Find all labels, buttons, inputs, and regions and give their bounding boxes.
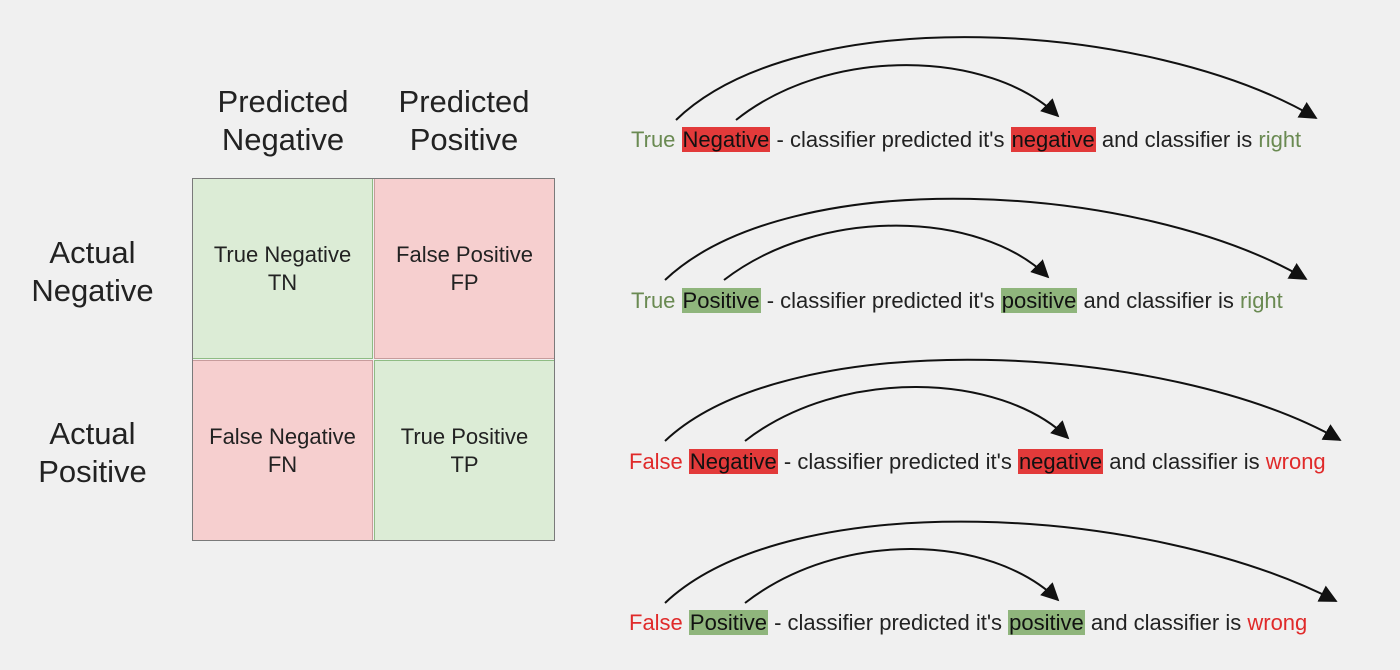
word-false: False bbox=[629, 449, 683, 474]
cell-label: True Positive bbox=[400, 423, 529, 449]
cell-false-negative: False Negative FN bbox=[192, 360, 373, 541]
word-right: right bbox=[1258, 127, 1302, 152]
highlight-positive: Positive bbox=[681, 288, 761, 313]
sentence-middle: - classifier predicted it's bbox=[777, 449, 1018, 474]
highlight-negative-prediction: negative bbox=[1017, 449, 1104, 474]
sentence-tail: and classifier is bbox=[1103, 449, 1266, 474]
cell-abbr: FP bbox=[450, 269, 479, 295]
sentence-middle: - classifier predicted it's bbox=[767, 610, 1009, 635]
sentence-true-positive: True Positive - classifier predicted it'… bbox=[631, 288, 1283, 314]
highlight-positive: Positive bbox=[688, 610, 768, 635]
word-wrong: wrong bbox=[1265, 449, 1326, 474]
row-header-actual-negative: Actual Negative bbox=[31, 235, 154, 308]
highlight-positive-prediction: positive bbox=[1000, 288, 1078, 313]
highlight-negative-prediction: negative bbox=[1010, 127, 1096, 152]
cell-true-negative: True Negative TN bbox=[192, 178, 373, 359]
highlight-negative: Negative bbox=[688, 449, 778, 474]
sentence-tail: and classifier is bbox=[1077, 288, 1240, 313]
sentence-tail: and classifier is bbox=[1095, 127, 1259, 152]
cell-abbr: TP bbox=[450, 451, 479, 477]
highlight-positive-prediction: positive bbox=[1008, 610, 1085, 635]
arrow-tp-long bbox=[664, 197, 1308, 281]
cell-label: False Positive bbox=[396, 241, 533, 267]
cell-label: True Negative bbox=[213, 241, 352, 267]
arrow-fp-short bbox=[744, 548, 1060, 604]
arrow-fp-long bbox=[664, 520, 1338, 604]
sentence-true-negative: True Negative - classifier predicted it'… bbox=[631, 127, 1301, 153]
word-false: False bbox=[629, 610, 683, 635]
sentence-middle: - classifier predicted it's bbox=[770, 127, 1011, 152]
word-true: True bbox=[631, 288, 676, 313]
arrow-tn-short bbox=[735, 64, 1060, 121]
sentence-false-positive: False Positive - classifier predicted it… bbox=[629, 610, 1307, 636]
word-true: True bbox=[631, 127, 676, 152]
col-header-predicted-negative: Predicted Negative bbox=[217, 84, 349, 157]
cell-true-positive: True Positive TP bbox=[374, 360, 555, 541]
word-right: right bbox=[1239, 288, 1283, 313]
highlight-negative: Negative bbox=[681, 127, 771, 152]
arrow-tp-short bbox=[723, 224, 1050, 281]
cell-abbr: TN bbox=[267, 269, 298, 295]
sentence-middle: - classifier predicted it's bbox=[760, 288, 1001, 313]
arrow-fn-short bbox=[744, 386, 1070, 442]
cell-abbr: FN bbox=[267, 451, 298, 477]
sentence-false-negative: False Negative - classifier predicted it… bbox=[629, 449, 1326, 475]
cell-label: False Negative bbox=[209, 423, 356, 449]
col-header-predicted-positive: Predicted Positive bbox=[398, 84, 530, 157]
row-header-actual-positive: Actual Positive bbox=[38, 416, 147, 489]
word-wrong: wrong bbox=[1247, 610, 1308, 635]
sentence-tail: and classifier is bbox=[1084, 610, 1248, 635]
arrow-tn-long bbox=[675, 36, 1318, 121]
arrow-fn-long bbox=[664, 358, 1342, 442]
